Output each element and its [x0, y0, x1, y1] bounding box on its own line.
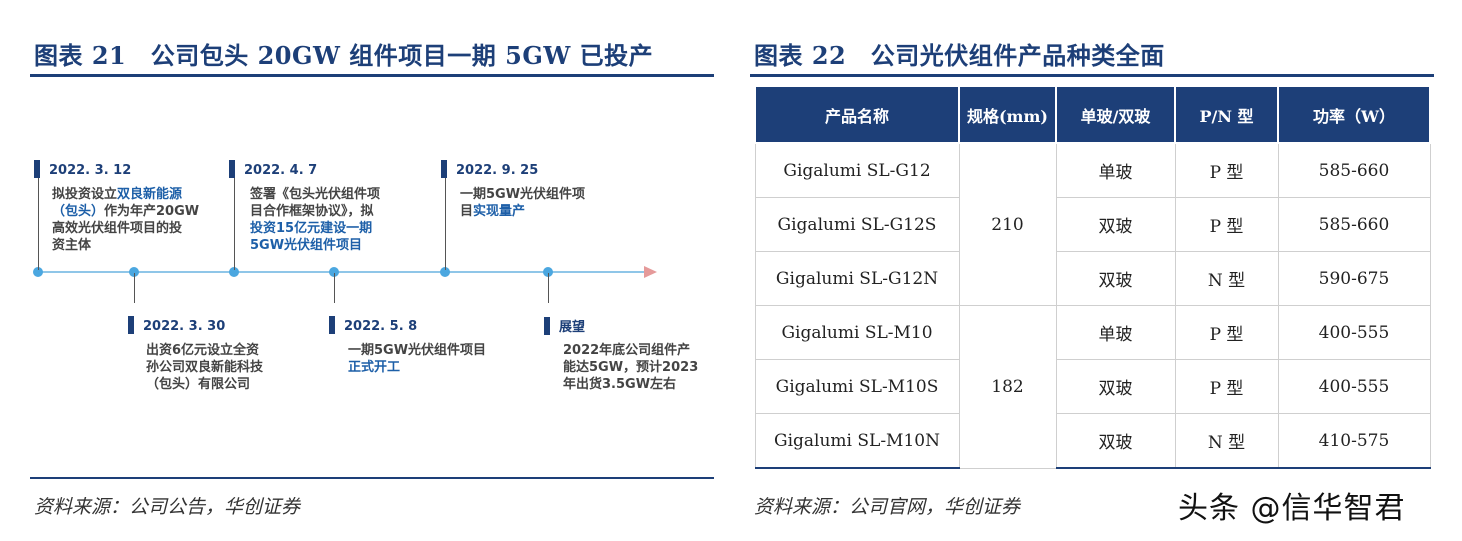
event-description: 2022年底公司组件产 能达5GW，预计2023 年出货3.5GW左右 — [563, 343, 699, 392]
timeline-stem — [134, 273, 135, 303]
table-row: Gigalumi SL-G12S 双玻 P 型 585-660 — [754, 197, 1431, 252]
cell-glass: 双玻 — [1055, 359, 1176, 414]
timeline-dot — [543, 267, 553, 277]
timeline-stem — [334, 273, 335, 303]
cell-glass: 单玻 — [1055, 305, 1176, 360]
right-source-note: 资料来源：公司官网，华创证券 — [754, 496, 1021, 518]
table-row: Gigalumi SL-G12 210 单玻 P 型 585-660 — [754, 142, 1431, 306]
timeline-stem — [548, 273, 549, 303]
event-date: 2022. 9. 25 — [441, 160, 538, 178]
table-header-row: 产品名称 规格(mm) 单玻/双玻 P/N 型 功率（W） — [754, 85, 1431, 144]
left-figure-title: 图表 21 公司包头 20GW 组件项目一期 5GW 已投产 — [34, 41, 654, 70]
timeline-arrow-icon — [644, 266, 657, 278]
table-row: Gigalumi SL-M10 182 单玻 P 型 400-555 — [754, 305, 1431, 469]
cell-product-name: Gigalumi SL-M10N — [754, 413, 960, 469]
cell-power: 400-555 — [1277, 359, 1431, 414]
right-figure-title: 图表 22 公司光伏组件产品种类全面 — [754, 41, 1165, 70]
event-outlook-label: 展望 — [544, 316, 585, 335]
cell-product-name: Gigalumi SL-G12N — [754, 251, 960, 306]
event-date: 2022. 3. 12 — [34, 160, 131, 178]
timeline-axis — [38, 271, 648, 273]
header-spec: 规格(mm) — [958, 85, 1057, 144]
cell-glass: 双玻 — [1055, 251, 1176, 306]
timeline-dot — [33, 267, 43, 277]
table-row: Gigalumi SL-G12N 双玻 N 型 590-675 — [754, 251, 1431, 306]
timeline-dot — [329, 267, 339, 277]
cell-product-name: Gigalumi SL-G12S — [754, 197, 960, 252]
timeline-stem — [38, 160, 39, 270]
event-description: 一期5GW光伏组件项目 正式开工 — [348, 343, 487, 375]
cell-power: 590-675 — [1277, 251, 1431, 306]
cell-power: 585-660 — [1277, 142, 1431, 198]
cell-pn-type: P 型 — [1174, 197, 1279, 252]
cell-pn-type: P 型 — [1174, 305, 1279, 360]
cell-glass: 单玻 — [1055, 142, 1176, 198]
cell-glass: 双玻 — [1055, 413, 1176, 469]
timeline-dot — [229, 267, 239, 277]
cell-power: 410-575 — [1277, 413, 1431, 469]
cell-spec: 210 — [958, 142, 1057, 306]
cell-pn-type: N 型 — [1174, 413, 1279, 469]
cell-power: 585-660 — [1277, 197, 1431, 252]
left-bottom-rule — [30, 477, 714, 479]
cell-glass: 双玻 — [1055, 197, 1176, 252]
product-table: 产品名称 规格(mm) 单玻/双玻 P/N 型 功率（W） Gigalumi S… — [754, 85, 1431, 469]
event-date: 2022. 5. 8 — [329, 316, 417, 334]
cell-power: 400-555 — [1277, 305, 1431, 360]
timeline-dot — [129, 267, 139, 277]
cell-pn-type: P 型 — [1174, 359, 1279, 414]
watermark-text: 头条 @信华智君 — [1178, 491, 1406, 526]
event-date: 2022. 4. 7 — [229, 160, 317, 178]
cell-pn-type: N 型 — [1174, 251, 1279, 306]
left-title-rule — [30, 74, 714, 77]
cell-pn-type: P 型 — [1174, 142, 1279, 198]
header-glass: 单玻/双玻 — [1055, 85, 1176, 144]
timeline-dot — [440, 267, 450, 277]
right-title-rule — [750, 74, 1434, 77]
cell-product-name: Gigalumi SL-M10S — [754, 359, 960, 414]
cell-product-name: Gigalumi SL-G12 — [754, 142, 960, 198]
header-product-name: 产品名称 — [754, 85, 960, 144]
header-power: 功率（W） — [1277, 85, 1431, 144]
event-description: 拟投资设立双良新能源 （包头）作为年产20GW 高效光伏组件项目的投 资主体 — [52, 187, 200, 253]
event-date: 2022. 3. 30 — [128, 316, 225, 334]
table-row: Gigalumi SL-M10S 双玻 P 型 400-555 — [754, 359, 1431, 414]
cell-spec: 182 — [958, 305, 1057, 469]
event-description: 出资6亿元设立全资 孙公司双良新能科技 （包头）有限公司 — [146, 343, 264, 392]
table-row: Gigalumi SL-M10N 双玻 N 型 410-575 — [754, 413, 1431, 469]
header-pn-type: P/N 型 — [1174, 85, 1279, 144]
event-description: 一期5GW光伏组件项 目实现量产 — [460, 187, 586, 219]
timeline-stem — [234, 160, 235, 270]
timeline-stem — [445, 160, 446, 270]
cell-product-name: Gigalumi SL-M10 — [754, 305, 960, 360]
left-source-note: 资料来源：公司公告，华创证券 — [34, 496, 301, 518]
event-description: 签署《包头光伏组件项 目合作框架协议》，拟 投资15亿元建设一期 5GW光伏组件… — [250, 187, 381, 253]
